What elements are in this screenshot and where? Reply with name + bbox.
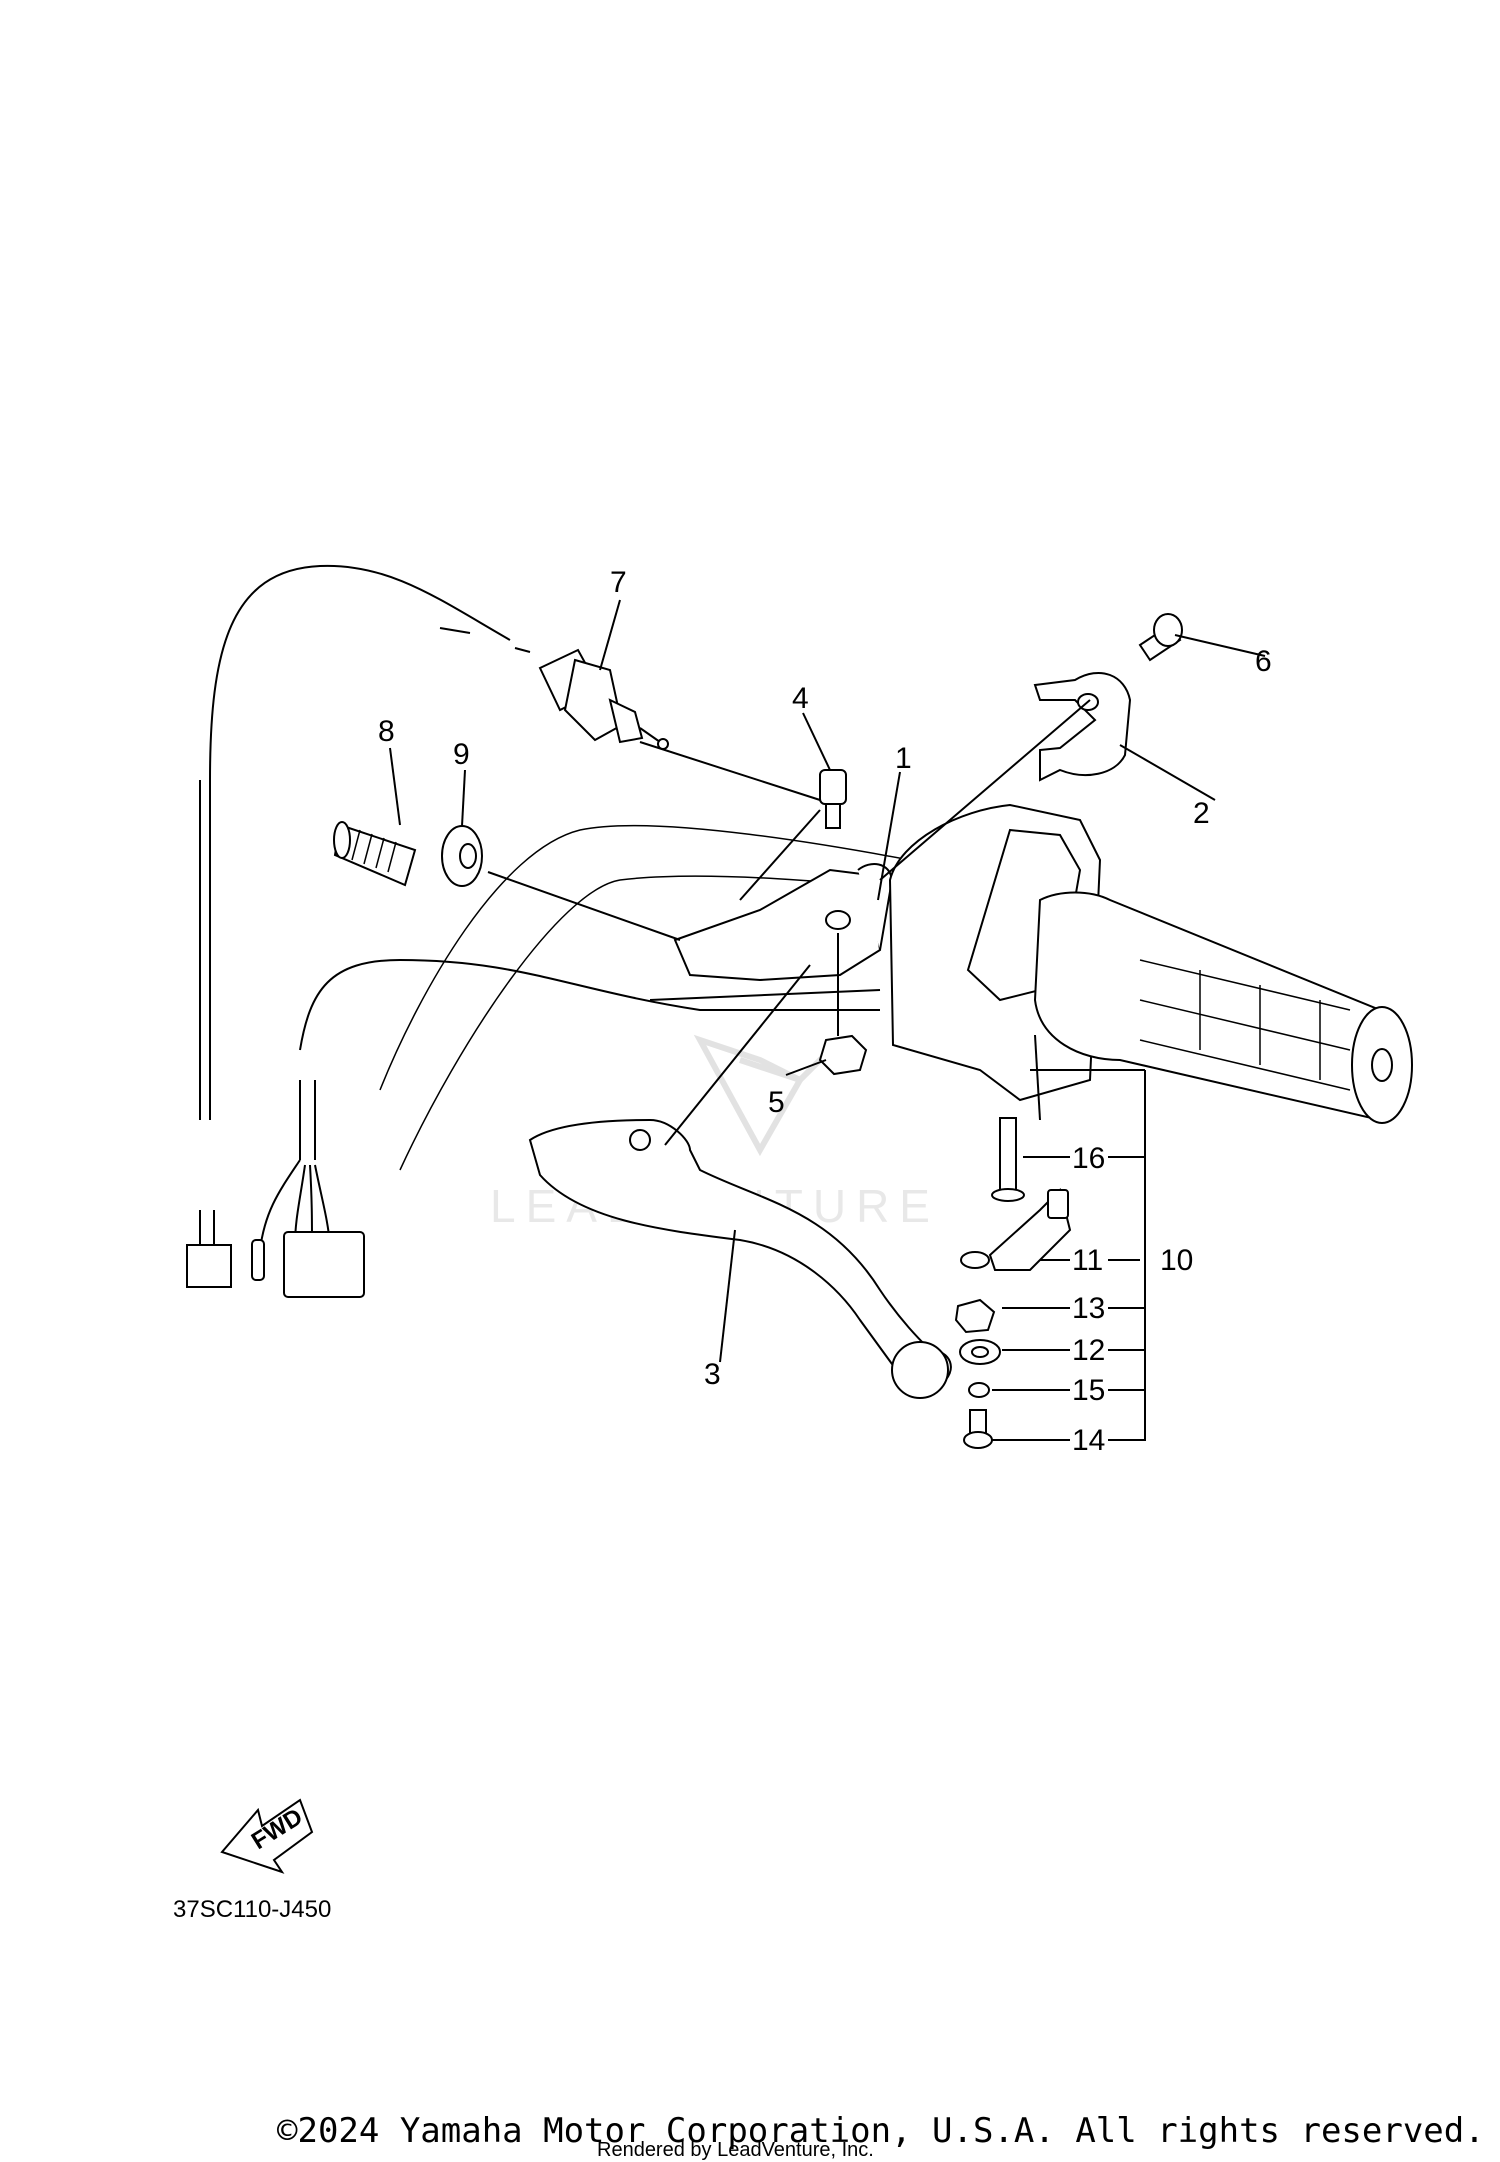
bolt-6 [1138,613,1183,662]
callout-8: 8 [378,715,395,748]
callout-15: 15 [1072,1374,1105,1407]
clamp [1033,671,1132,782]
bullet-connector [251,1239,265,1281]
fwd-arrow-icon: FWD [220,1798,314,1874]
callout-14: 14 [1072,1424,1105,1457]
copyright-text: ©2024 Yamaha Motor Corporation, U.S.A. A… [277,2111,1485,2151]
lever-holder [673,863,894,982]
callout-4: 4 [792,682,809,715]
callout-10: 10 [1160,1244,1193,1277]
callout-2: 2 [1193,797,1210,830]
switch-housing [888,803,1413,1124]
leader-lines [389,599,1266,1441]
wire-harness [251,958,881,1298]
callout-7: 7 [610,566,627,599]
part-code: 37SC110-J450 [173,1896,331,1923]
nut-5 [818,1034,868,1076]
switch-cable [186,564,531,1288]
callouts: 7 8 9 4 1 6 2 5 3 16 11 10 13 12 15 14 [378,566,1272,1457]
callout-12: 12 [1072,1334,1105,1367]
lock-nut [441,825,483,887]
callout-1: 1 [895,742,912,775]
rendered-by-text: Rendered by LeadVenture, Inc. [597,2139,874,2161]
callout-9: 9 [453,738,470,771]
clutch-lever [528,1118,952,1399]
callout-16: 16 [1072,1142,1105,1175]
switch-connector [186,1244,232,1288]
harness-connector [283,1231,365,1298]
callout-13: 13 [1072,1292,1105,1325]
adjuster-bolt [333,821,417,887]
callout-11: 11 [1072,1244,1103,1277]
pivot-bolt [819,769,847,829]
callout-3: 3 [704,1358,721,1391]
clutch-switch [538,648,669,750]
callout-6: 6 [1255,645,1272,678]
hot-start-assembly [954,1117,1072,1449]
callout-5: 5 [768,1086,785,1119]
